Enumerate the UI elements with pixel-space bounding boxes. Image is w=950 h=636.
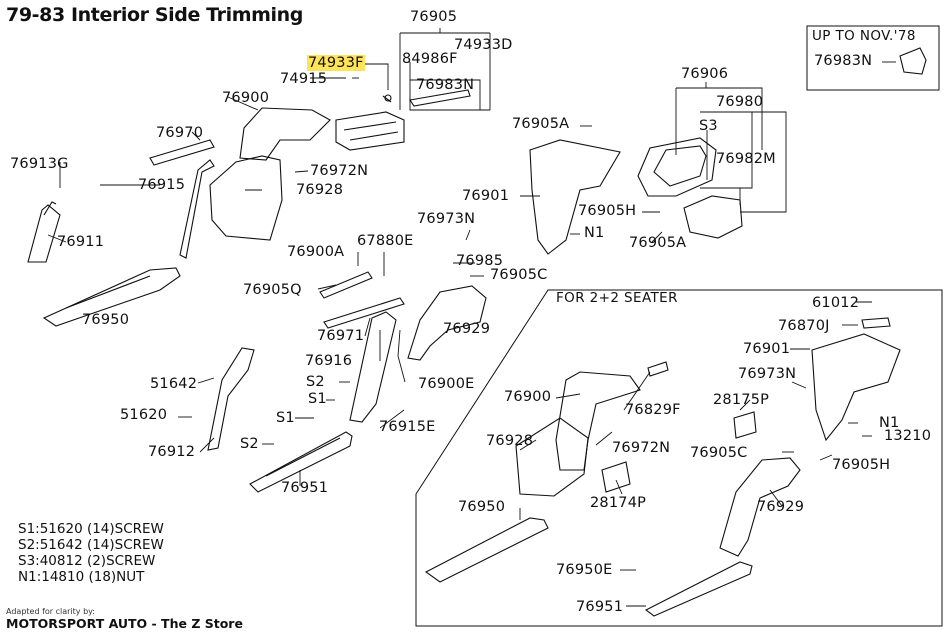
- credit-brand: MOTORSPORT AUTO - The Z Store: [6, 616, 243, 631]
- legend-item: S3:40812 (2)SCREW: [18, 553, 156, 569]
- part-label[interactable]: 76905C: [490, 267, 548, 283]
- part-label[interactable]: 76915: [138, 177, 186, 193]
- part-label[interactable]: 76900: [504, 389, 552, 405]
- part-label[interactable]: 76950: [82, 312, 130, 328]
- part-label[interactable]: 76973N: [738, 366, 797, 382]
- part-label[interactable]: 76905A: [629, 235, 687, 251]
- legend-item: N1:14810 (18)NUT: [18, 569, 145, 585]
- legend-item: S1:51620 (14)SCREW: [18, 521, 164, 537]
- part-label[interactable]: 13210: [884, 428, 932, 444]
- part-label[interactable]: S2: [240, 436, 259, 452]
- part-label[interactable]: 76985: [456, 253, 504, 269]
- part-label[interactable]: 76905Q: [243, 282, 302, 298]
- part-label[interactable]: 51642: [150, 376, 198, 392]
- inset-title: UP TO NOV.'78: [812, 28, 916, 44]
- part-label[interactable]: 76905H: [578, 203, 637, 219]
- part-label[interactable]: 76970: [156, 125, 204, 141]
- part-label[interactable]: 76951: [576, 599, 624, 615]
- part-label[interactable]: 76901: [743, 341, 791, 357]
- part-label[interactable]: 76929: [757, 499, 805, 515]
- part-label[interactable]: S3: [699, 118, 718, 134]
- part-label[interactable]: 76950E: [556, 562, 613, 578]
- part-label[interactable]: 76971: [317, 328, 365, 344]
- seater-box-title: FOR 2+2 SEATER: [556, 290, 678, 306]
- part-label[interactable]: 76928: [296, 182, 344, 198]
- leader-lines: [47, 28, 896, 607]
- part-label[interactable]: 76983N: [416, 77, 475, 93]
- part-label[interactable]: N1: [879, 415, 900, 431]
- part-label[interactable]: 74915: [280, 71, 328, 87]
- part-label[interactable]: 76900E: [418, 376, 475, 392]
- part-label[interactable]: S1: [276, 410, 295, 426]
- fastener-legend: S1:51620 (14)SCREW S2:51642 (14)SCREW S3…: [18, 521, 164, 585]
- part-label[interactable]: 76911: [57, 234, 105, 250]
- part-label[interactable]: 76905C: [690, 445, 748, 461]
- part-label[interactable]: 76901: [462, 188, 510, 204]
- part-label[interactable]: 76916: [305, 353, 353, 369]
- part-label[interactable]: 61012: [812, 295, 860, 311]
- legend-item: S2:51642 (14)SCREW: [18, 537, 164, 553]
- part-label[interactable]: 76913G: [10, 156, 69, 172]
- part-label[interactable]: 76972N: [612, 440, 671, 456]
- part-label[interactable]: S2: [306, 374, 325, 390]
- credit-note: Adapted for clarity by:: [6, 607, 95, 616]
- part-label[interactable]: 76950: [458, 499, 506, 515]
- part-label[interactable]: 76906: [681, 66, 729, 82]
- part-label[interactable]: 84986F: [402, 51, 458, 67]
- diagram-title: 79-83 Interior Side Trimming: [6, 4, 303, 26]
- inset-part-label[interactable]: 76983N: [814, 53, 873, 69]
- seater-frame: [415, 289, 943, 627]
- part-label[interactable]: 76928: [486, 433, 534, 449]
- inset-frame: [806, 25, 940, 91]
- part-label[interactable]: 76912: [148, 444, 196, 460]
- part-label[interactable]: 76915E: [379, 419, 436, 435]
- part-label[interactable]: S1: [308, 391, 327, 407]
- part-label[interactable]: 76972N: [310, 163, 369, 179]
- part-shapes: [27, 47, 927, 617]
- part-label[interactable]: 76929: [443, 321, 491, 337]
- part-label[interactable]: 76982M: [716, 151, 776, 167]
- part-label[interactable]: 28174P: [590, 495, 647, 511]
- part-label[interactable]: 74933D: [454, 37, 513, 53]
- part-label[interactable]: 67880E: [357, 233, 414, 249]
- part-label[interactable]: 76870J: [778, 318, 830, 334]
- part-label[interactable]: 76951: [281, 480, 329, 496]
- part-label[interactable]: N1: [584, 225, 605, 241]
- part-label[interactable]: 76900: [222, 90, 270, 106]
- part-label-highlighted[interactable]: 74933F: [307, 55, 365, 71]
- part-label[interactable]: 76829F: [625, 402, 681, 418]
- part-label[interactable]: 76973N: [417, 211, 476, 227]
- part-label[interactable]: 76980: [716, 94, 764, 110]
- part-label[interactable]: 76900A: [287, 244, 345, 260]
- part-label[interactable]: 76905H: [832, 457, 891, 473]
- part-label[interactable]: 51620: [120, 407, 168, 423]
- part-label[interactable]: 76905: [410, 9, 458, 25]
- part-label[interactable]: 28175P: [713, 392, 770, 408]
- part-label[interactable]: 76905A: [512, 116, 570, 132]
